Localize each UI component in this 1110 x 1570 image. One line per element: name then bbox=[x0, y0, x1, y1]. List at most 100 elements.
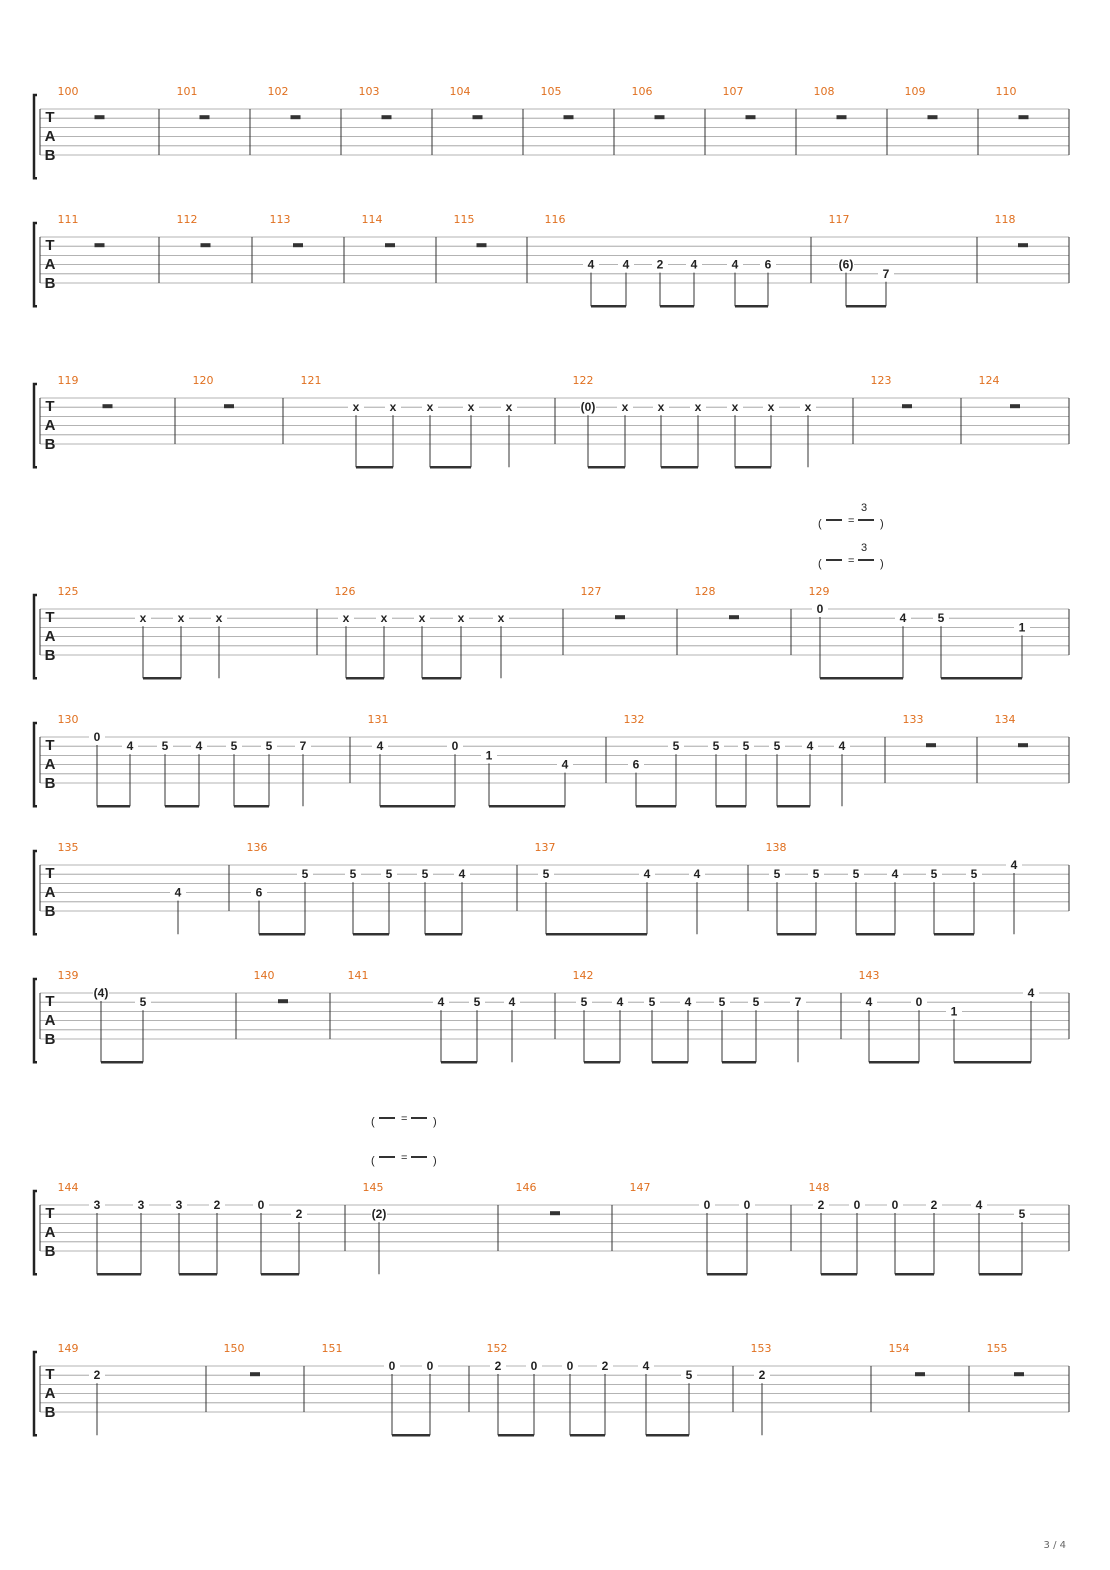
tab-clef-letter: T bbox=[45, 1205, 54, 1222]
tab-clef-letter: A bbox=[45, 417, 56, 434]
fret-backdrop bbox=[576, 995, 592, 1008]
fret-number: 0 bbox=[427, 1359, 434, 1373]
fret-number: 3 bbox=[94, 1198, 101, 1212]
fret-backdrop bbox=[895, 611, 911, 624]
measure-number: 142 bbox=[573, 969, 594, 982]
tempo-bracket-left: ( bbox=[371, 1116, 375, 1128]
fret-backdrop bbox=[562, 1359, 578, 1371]
system-bracket bbox=[32, 977, 37, 1064]
whole-rest bbox=[927, 115, 938, 120]
measure-number: 141 bbox=[348, 969, 369, 982]
fret-backdrop bbox=[966, 867, 982, 880]
measure-number: 151 bbox=[322, 1342, 343, 1355]
measure-number: 103 bbox=[359, 85, 380, 98]
measure-number: 143 bbox=[859, 969, 880, 982]
fret-number: 0 bbox=[258, 1198, 265, 1212]
fret-number: 4 bbox=[900, 611, 907, 625]
fret-backdrop bbox=[557, 757, 573, 770]
fret-number: 0 bbox=[916, 995, 923, 1009]
fret-backdrop bbox=[454, 867, 470, 880]
fret-backdrop bbox=[191, 739, 207, 752]
fret-backdrop bbox=[376, 611, 392, 624]
fret-backdrop bbox=[481, 748, 497, 761]
tempo-bracket-right: ) bbox=[880, 518, 884, 530]
measure-number: 114 bbox=[362, 213, 383, 226]
fret-number: 5 bbox=[931, 867, 938, 881]
fret-backdrop bbox=[686, 257, 702, 270]
measure-number: 131 bbox=[368, 713, 389, 726]
fret-backdrop bbox=[813, 1198, 829, 1210]
fret-backdrop bbox=[708, 739, 724, 752]
fret-number: 4 bbox=[643, 1359, 650, 1373]
whole-rest bbox=[224, 404, 234, 409]
measure-number: 125 bbox=[58, 585, 79, 598]
fret-backdrop bbox=[372, 739, 388, 752]
measure-number: 121 bbox=[301, 374, 322, 387]
tab-clef-letter: B bbox=[45, 1243, 56, 1260]
fret-number: x bbox=[622, 400, 629, 414]
fret-number: x bbox=[768, 400, 775, 414]
measure-number: 101 bbox=[177, 85, 198, 98]
tab-clef-letter: T bbox=[45, 993, 54, 1010]
fret-backdrop bbox=[583, 257, 599, 270]
measure-number: 144 bbox=[58, 1181, 79, 1194]
fret-number: 0 bbox=[854, 1198, 861, 1212]
measure-number: 113 bbox=[270, 213, 291, 226]
measure-number: 126 bbox=[335, 585, 356, 598]
fret-backdrop bbox=[251, 885, 267, 898]
measure-number: 152 bbox=[487, 1342, 508, 1355]
measure-number: 147 bbox=[630, 1181, 651, 1194]
fret-backdrop bbox=[887, 867, 903, 880]
fret-backdrop bbox=[211, 611, 227, 624]
fret-number: 6 bbox=[633, 758, 640, 772]
fret-number: 0 bbox=[704, 1198, 711, 1212]
fret-number: 5 bbox=[686, 1368, 693, 1382]
tab-clef-letter: A bbox=[45, 884, 56, 901]
fret-backdrop bbox=[122, 739, 138, 752]
fret-backdrop bbox=[89, 1198, 105, 1210]
fret-number: 4 bbox=[377, 739, 384, 753]
measure-number: 155 bbox=[987, 1342, 1008, 1355]
fret-number: 2 bbox=[495, 1359, 502, 1373]
fret-backdrop bbox=[417, 867, 433, 880]
fret-backdrop bbox=[887, 1198, 903, 1210]
fret-number: 4 bbox=[588, 258, 595, 272]
fret-number: 6 bbox=[256, 886, 263, 900]
fret-number: 4 bbox=[976, 1198, 983, 1212]
fret-number: 7 bbox=[795, 995, 802, 1009]
tab-clef-letter: B bbox=[45, 775, 56, 792]
fret-number: 4 bbox=[196, 739, 203, 753]
fret-number: 5 bbox=[753, 995, 760, 1009]
whole-rest bbox=[615, 615, 625, 620]
tab-clef-letter: B bbox=[45, 1404, 56, 1421]
fret-number: 5 bbox=[774, 739, 781, 753]
fret-backdrop bbox=[89, 730, 105, 742]
tempo-beam bbox=[858, 559, 874, 561]
fret-number: 4 bbox=[1011, 858, 1018, 872]
fret-backdrop bbox=[295, 739, 311, 752]
measure-number: 104 bbox=[450, 85, 471, 98]
fret-number: x bbox=[695, 400, 702, 414]
fret-backdrop bbox=[834, 739, 850, 752]
measure-number: 102 bbox=[268, 85, 289, 98]
fret-backdrop bbox=[157, 739, 173, 752]
fret-backdrop bbox=[338, 611, 354, 624]
fret-number: 0 bbox=[452, 739, 459, 753]
tempo-equals: = bbox=[848, 555, 854, 567]
fret-number: 2 bbox=[657, 258, 664, 272]
whole-rest bbox=[278, 999, 288, 1004]
fret-number: 4 bbox=[691, 258, 698, 272]
fret-number: 4 bbox=[892, 867, 899, 881]
fret-backdrop bbox=[838, 257, 854, 270]
fret-backdrop bbox=[911, 995, 927, 1008]
measure-number: 150 bbox=[224, 1342, 245, 1355]
fret-backdrop bbox=[538, 867, 554, 880]
fret-number: 5 bbox=[581, 995, 588, 1009]
tempo-bracket-left: ( bbox=[371, 1155, 375, 1167]
tempo-bracket-left: ( bbox=[818, 558, 822, 570]
fret-backdrop bbox=[490, 1359, 506, 1371]
fret-backdrop bbox=[946, 1004, 962, 1017]
tempo-beam bbox=[826, 519, 842, 521]
fret-backdrop bbox=[253, 1198, 269, 1210]
whole-rest bbox=[199, 115, 210, 120]
